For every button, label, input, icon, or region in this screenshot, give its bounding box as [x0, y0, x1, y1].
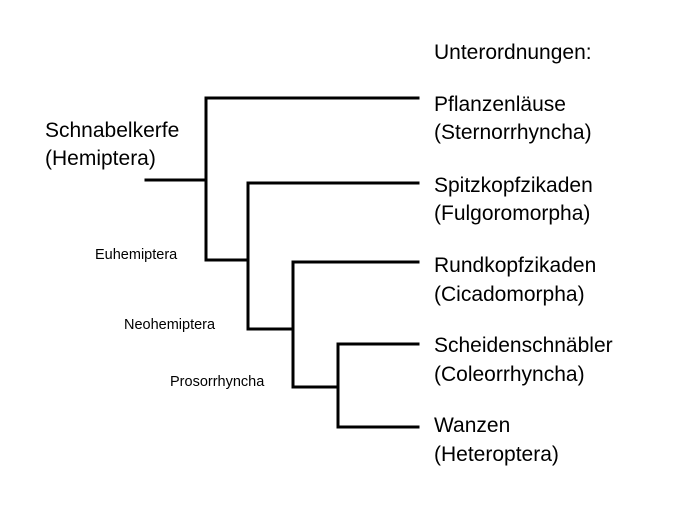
- clade-label-neohemiptera: Neohemiptera: [124, 317, 216, 333]
- suborder-latin-name: (Fulgoromorpha): [434, 202, 591, 225]
- clade-label-euhemiptera: Euhemiptera: [95, 247, 178, 263]
- clade-label-prosorrhyncha: Prosorrhyncha: [170, 374, 265, 390]
- suborders-heading: Unterordnungen:: [434, 41, 592, 64]
- suborder-latin-name: (Sternorrhyncha): [434, 121, 592, 144]
- suborder-name: Spitzkopfzikaden: [434, 174, 593, 197]
- suborder-name: Rundkopfzikaden: [434, 254, 597, 277]
- suborder-latin-name: (Coleorrhyncha): [434, 363, 585, 386]
- suborder-latin-name: (Heteroptera): [434, 443, 559, 466]
- suborder-name: Scheidenschnäbler: [434, 334, 613, 357]
- suborder-latin-name: (Cicadomorpha): [434, 283, 585, 306]
- root-name: Schnabelkerfe: [45, 119, 180, 142]
- root-latin-name: (Hemiptera): [45, 147, 156, 170]
- suborder-name: Wanzen: [434, 414, 511, 437]
- suborder-name: Pflanzenläuse: [434, 93, 566, 116]
